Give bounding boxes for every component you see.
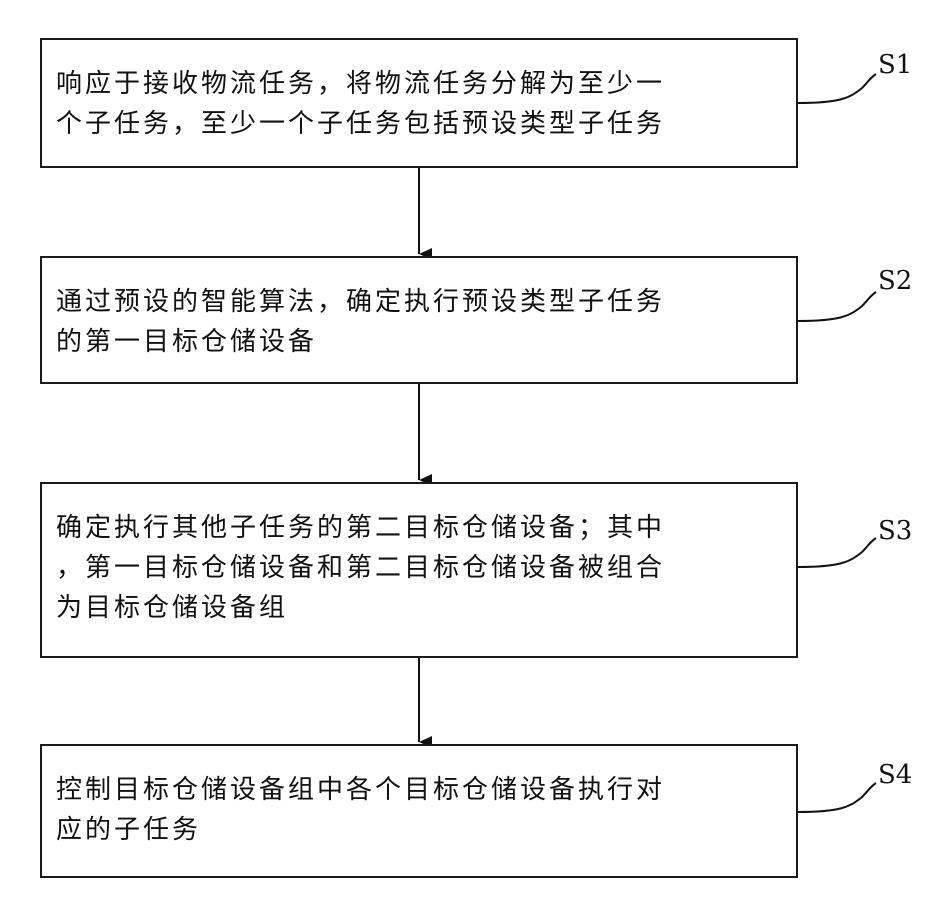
step-text-s2: 通过预设的智能算法，确定执行预设类型子任务 的第一目标仓储设备: [56, 282, 786, 362]
leader-s4: [798, 783, 876, 812]
step-box-s1: 响应于接收物流任务，将物流任务分解为至少一 个子任务，至少一个子任务包括预设类型…: [40, 38, 798, 168]
leader-s3: [798, 538, 876, 567]
step-box-s4: 控制目标仓储设备组中各个目标仓储设备执行对 应的子任务: [40, 744, 798, 878]
step-text-s1: 响应于接收物流任务，将物流任务分解为至少一 个子任务，至少一个子任务包括预设类型…: [56, 64, 786, 144]
step-label-s2: S2: [878, 268, 912, 294]
step-label-s4: S4: [878, 762, 912, 788]
step-label-s1: S1: [878, 52, 912, 78]
leader-s2: [798, 292, 876, 321]
leader-s1: [798, 74, 876, 103]
step-box-s3: 确定执行其他子任务的第二目标仓储设备；其中 ，第一目标仓储设备和第二目标仓储设备…: [40, 482, 798, 658]
step-text-s3: 确定执行其他子任务的第二目标仓储设备；其中 ，第一目标仓储设备和第二目标仓储设备…: [56, 508, 786, 628]
step-box-s2: 通过预设的智能算法，确定执行预设类型子任务 的第一目标仓储设备: [40, 256, 798, 384]
step-label-s3: S3: [878, 518, 912, 544]
step-text-s4: 控制目标仓储设备组中各个目标仓储设备执行对 应的子任务: [56, 770, 786, 850]
